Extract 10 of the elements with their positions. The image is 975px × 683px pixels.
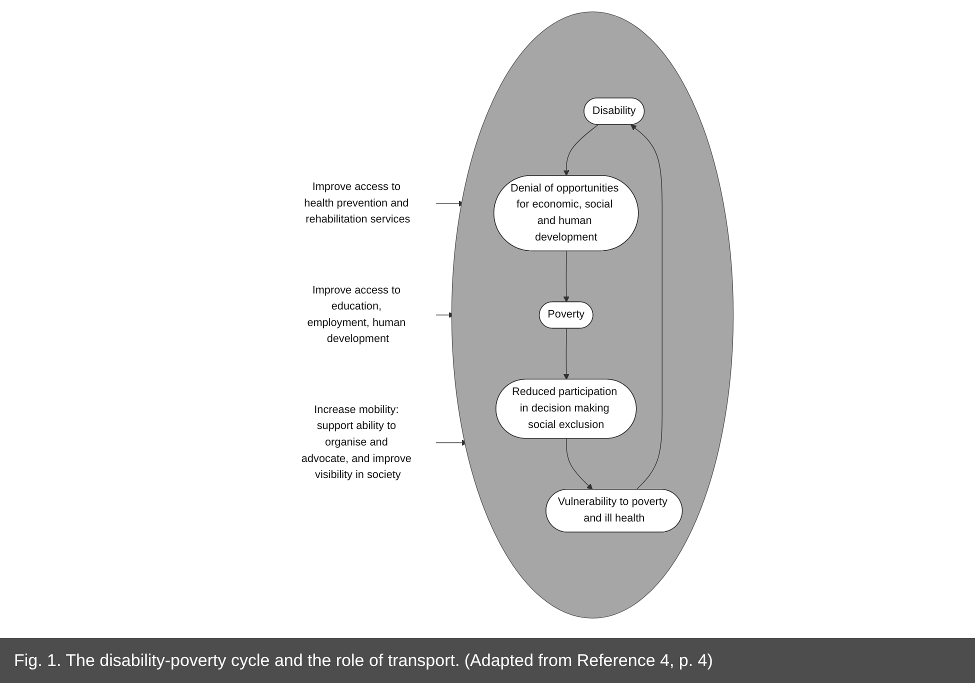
arrow — [566, 438, 593, 490]
caption: Fig. 1. The disability-poverty cycle and the role of transport. (Adapted from Reference 4, p. 4) — [0, 638, 975, 683]
arrow — [563, 124, 598, 176]
arrow — [563, 250, 570, 302]
cluster — [451, 11, 734, 619]
node-text: Increase mobility: support ability to organise and advocate, and improve visibility in society — [301, 404, 412, 481]
arrow — [630, 124, 662, 490]
arrow — [563, 328, 570, 380]
node-text: Improve access to health prevention and rehabilitation services — [304, 181, 410, 226]
node-text: Improve access to education, employment, human development — [307, 284, 406, 345]
